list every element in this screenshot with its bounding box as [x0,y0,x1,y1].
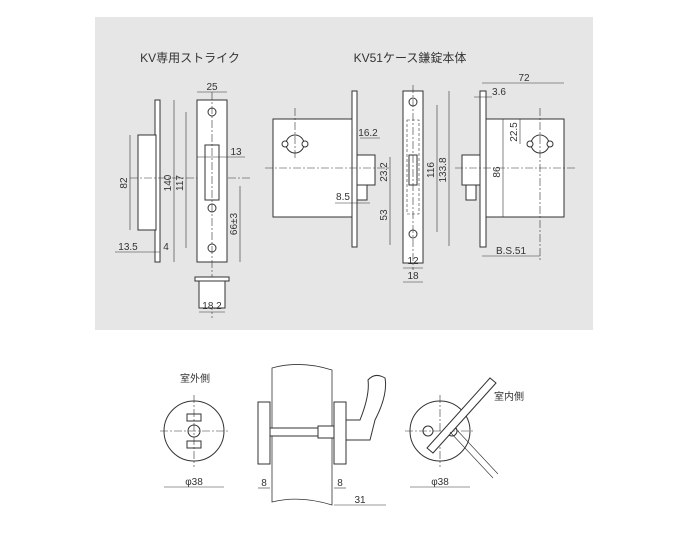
body-title: KV51ケース鎌錠本体 [354,50,467,65]
dim-strike-offset: 66±3 [229,212,240,235]
dim-strike-pitch: 117 [175,175,186,191]
dim-body-23: 23.2 [379,162,390,182]
dim-strike-total: 140 [163,174,174,191]
dim-body-116: 116 [426,162,437,178]
body-front-view [402,85,450,283]
dim-strike-height: 82 [119,177,130,189]
outside-label: 室外側 [180,372,210,385]
inside-label: 室内側 [494,390,524,403]
strike-front-view [194,91,245,318]
dim-body-16: 16.2 [358,128,378,139]
strike-title: KV専用ストライク [140,51,240,65]
dim-rose-right: 8 [337,478,343,489]
dim-strike-bottom: 18.2 [202,301,222,312]
dim-body-12: 12 [407,256,419,267]
inside-escutcheon [405,377,499,488]
dim-body-72: 72 [518,73,530,84]
thumbturn-side-view [257,364,386,506]
dim-body-86: 86 [492,166,503,178]
dim-body-18: 18 [407,271,419,282]
dim-rose-left: 8 [261,478,267,489]
dim-strike-depth: 13.5 [118,242,138,253]
dim-outside-dia: φ38 [185,477,203,488]
dim-body-8: 8.5 [336,192,350,203]
dim-body-133: 133.8 [438,157,449,182]
dim-body-3-6: 3.6 [492,87,506,98]
dim-projection: 31 [354,495,366,506]
dim-strike-thick: 4 [163,242,169,253]
outside-escutcheon [160,395,228,488]
strike-side-view [115,99,250,263]
dim-strike-width: 25 [206,82,218,93]
dim-inside-dia: φ38 [431,477,449,488]
dim-body-53: 53 [379,209,390,221]
body-side-view-right [455,82,575,260]
dim-body-bs: B.S.51 [496,246,526,257]
dim-body-22: 22.5 [509,122,520,142]
dim-strike-slot: 13 [230,147,242,158]
body-side-view [265,90,391,248]
